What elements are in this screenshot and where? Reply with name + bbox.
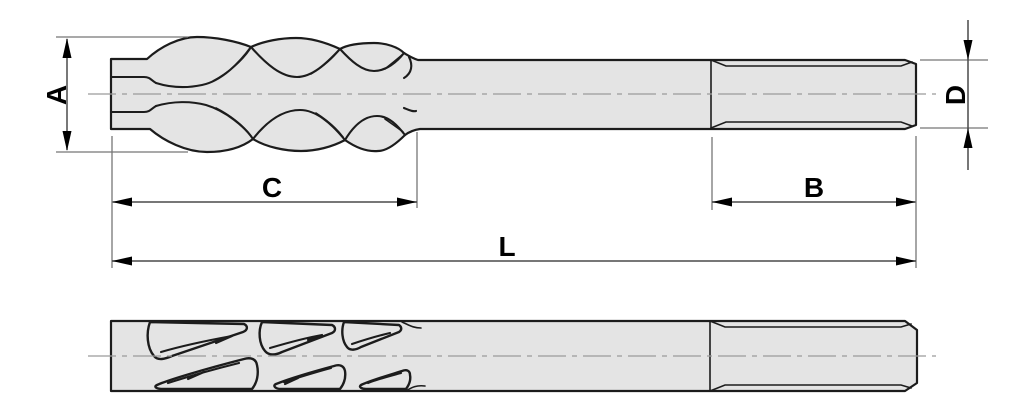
arrowhead-right xyxy=(397,197,417,207)
tip-notch-lower xyxy=(109,104,158,114)
flute-runout-rotated-bottom xyxy=(405,384,426,392)
extension-line xyxy=(56,36,188,153)
flute-lens-bottom-3 xyxy=(343,114,407,142)
dimension-d: D xyxy=(920,20,988,170)
edge-crescent-top-1 xyxy=(212,48,251,82)
dimension-b: B xyxy=(711,137,916,210)
arrowhead-right xyxy=(896,197,916,207)
edge-line-top-2 xyxy=(268,333,324,350)
arrowhead-up xyxy=(963,128,973,148)
shank-chamfer-top xyxy=(710,59,913,67)
edge-crescent-bottom-2 xyxy=(315,112,344,138)
edge-line-top-1 xyxy=(159,334,234,354)
arrowhead-down xyxy=(963,40,973,60)
flute-runout-top xyxy=(402,55,413,80)
arrowhead-down xyxy=(62,131,72,151)
shank-chamfer-rotated-bottom xyxy=(709,384,912,392)
arrowhead-left xyxy=(712,197,732,207)
dimension-label-a: A xyxy=(41,85,72,105)
edge-crescent-bottom-1 xyxy=(215,107,252,137)
arrowhead-up xyxy=(62,38,72,58)
edge-line-bottom-3 xyxy=(366,371,403,385)
shank-chamfer-bottom xyxy=(710,121,913,129)
flute-lens-top-3 xyxy=(338,47,406,73)
edge-crescent-top-3 xyxy=(384,53,404,70)
flute-window-bottom-2 xyxy=(273,364,347,391)
side-view xyxy=(88,35,936,154)
dimension-label-l: L xyxy=(498,231,515,262)
edge-line-top-3 xyxy=(350,331,392,346)
extension-line xyxy=(920,59,988,129)
edge-line-bottom-2 xyxy=(282,366,333,386)
rotated-view xyxy=(88,319,936,393)
flute-runout-bottom xyxy=(402,106,418,113)
dimension-label-b: B xyxy=(804,172,824,203)
dimension-label-d: D xyxy=(940,85,971,105)
edge-crescent-top-2 xyxy=(310,49,340,75)
extension-line xyxy=(111,136,917,268)
arrowhead-right xyxy=(896,256,916,266)
arrowhead-left xyxy=(112,197,132,207)
dimension-label-c: C xyxy=(262,172,282,203)
flute-runout-rotated-top xyxy=(401,321,422,329)
arrowhead-left xyxy=(112,256,132,266)
edge-line-bottom-1 xyxy=(166,361,241,385)
shank-chamfer-rotated-top xyxy=(709,320,912,328)
tip-notch-upper xyxy=(109,75,158,85)
dimension-l: L xyxy=(111,136,917,268)
dimension-c: C xyxy=(112,132,418,208)
flute-window-bottom-1 xyxy=(154,357,259,391)
dimension-a: A xyxy=(41,36,188,153)
edge-crescent-bottom-3 xyxy=(384,118,404,133)
